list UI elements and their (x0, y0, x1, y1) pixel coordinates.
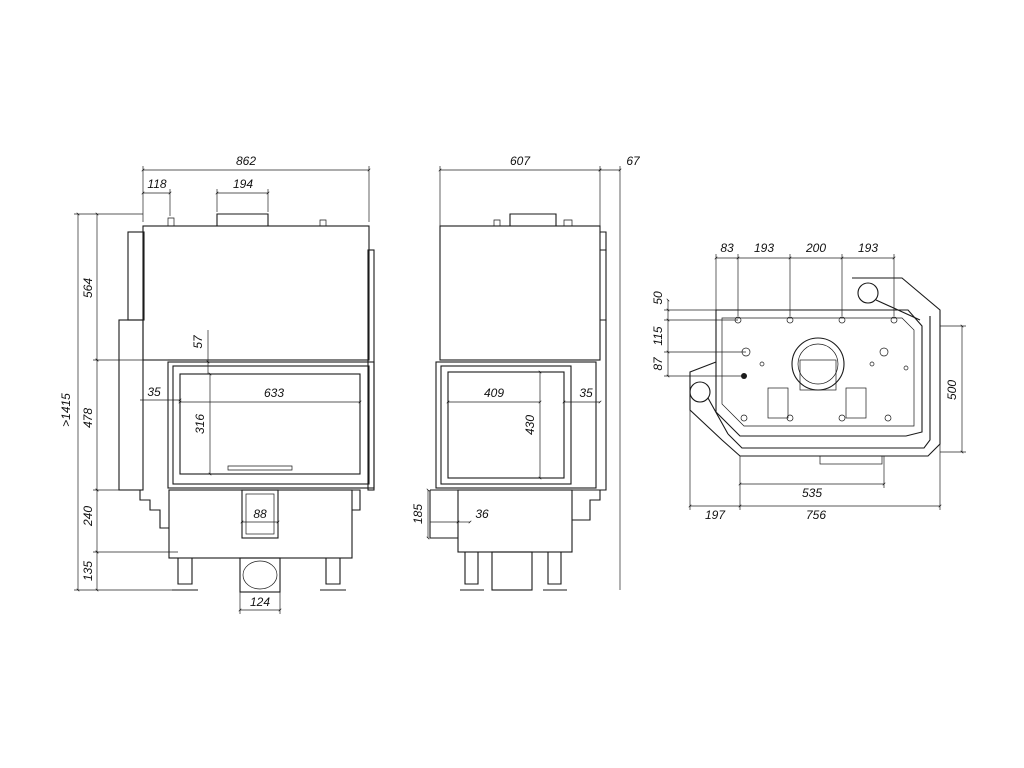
dim-side-glass-width: 409 (484, 386, 504, 400)
plan-bottom-bar (819, 455, 883, 465)
front-base-left-bracket (139, 490, 169, 529)
dim-front-glass-side: 35 (147, 385, 161, 399)
plan-body (715, 309, 923, 437)
plan-outlet-top-right (857, 282, 879, 304)
side-door-inner (440, 365, 572, 485)
side-view: 607 67 409 430 35 185 36 (411, 154, 641, 591)
side-base-front (429, 489, 458, 539)
dim-side-depth: 607 (510, 154, 531, 168)
front-leg-right (325, 558, 341, 585)
dim-plan-vert-c: 87 (651, 356, 665, 371)
dim-plan-total-width: 756 (806, 508, 826, 522)
plan-fitting-right (845, 387, 867, 419)
dim-front-glass-height: 316 (193, 414, 207, 434)
dim-front-height-total: >1415 (59, 393, 73, 427)
dim-plan-right-depth: 500 (945, 380, 959, 400)
side-base-rear (572, 489, 601, 521)
dim-front-flue: 124 (250, 595, 270, 609)
dim-front-air-inlet: 88 (253, 507, 267, 521)
dim-front-top-outlet: 194 (233, 177, 253, 191)
dim-plan-vert-b: 115 (651, 326, 665, 345)
dim-plan-spacing-a: 193 (754, 241, 774, 255)
front-door-frame (167, 361, 375, 489)
side-base (457, 489, 573, 553)
dim-front-glass-top: 57 (191, 334, 205, 349)
front-base (168, 489, 353, 559)
front-door-handle (227, 465, 293, 471)
plan-holes (734, 316, 909, 422)
front-leg-left (177, 558, 193, 585)
front-air-inlet-inner (245, 493, 275, 535)
dim-side-glass-side: 35 (579, 386, 593, 400)
front-air-inlet (241, 489, 279, 539)
side-upper-body (439, 225, 601, 361)
plan-outlet-ducts (707, 299, 921, 435)
front-left-side-panel (118, 319, 144, 491)
plan-fitting-left (767, 387, 789, 419)
side-rear-lip (600, 231, 607, 251)
plan-flue-inner (797, 343, 839, 385)
dim-plan-inner-width: 535 (802, 486, 822, 500)
side-leg-rear (547, 552, 562, 585)
side-rear-panel (600, 249, 607, 321)
side-glass (447, 371, 565, 479)
plan-outlet-left (689, 381, 711, 403)
plan-inner-casing-line (727, 316, 931, 449)
front-top-fittings (167, 217, 327, 226)
dim-front-height-door: 478 (81, 408, 95, 428)
dim-front-glass-width: 633 (264, 386, 284, 400)
front-left-upper-panel (127, 231, 145, 321)
plan-body-inner (721, 317, 915, 427)
dim-plan-spacing-b: 200 (805, 241, 826, 255)
plan-outer-casing (689, 277, 941, 457)
side-top-outlet (509, 213, 557, 226)
dim-side-base-height: 185 (411, 504, 425, 524)
dim-side-glass-height: 430 (523, 415, 537, 435)
dim-side-rear-offset: 67 (626, 154, 641, 168)
front-glass (179, 373, 361, 475)
dim-plan-left-offset: 197 (705, 508, 726, 522)
plan-flue-plate (799, 359, 837, 391)
dim-front-height-legs: 135 (81, 561, 95, 581)
dim-front-height-upper: 564 (81, 278, 95, 298)
side-door-frame (435, 361, 597, 489)
front-top-outlet (216, 213, 269, 226)
side-top-fittings (493, 219, 573, 226)
dim-plan-spacing-c: 193 (858, 241, 878, 255)
dim-plan-vert-a: 50 (651, 291, 665, 305)
dim-front-height-base: 240 (81, 506, 95, 527)
front-view: 862 118 194 >1415 564 478 240 135 57 35 … (59, 154, 375, 614)
front-flue-circle (242, 560, 278, 590)
dim-front-offset-left: 118 (147, 177, 166, 191)
front-flue-connector (239, 557, 281, 593)
dim-plan-offset-a: 83 (720, 241, 734, 255)
side-flue-connector (491, 551, 533, 591)
dim-side-base-inset: 36 (475, 507, 489, 521)
dim-front-width-total: 862 (236, 154, 256, 168)
front-upper-body (142, 225, 370, 361)
front-base-right-bracket (352, 489, 361, 511)
side-leg-front (464, 552, 479, 585)
side-rear-lower-panel (600, 319, 607, 491)
front-door-inner (172, 365, 370, 485)
plan-view: 83 193 200 193 50 115 87 500 535 197 756 (651, 241, 966, 522)
